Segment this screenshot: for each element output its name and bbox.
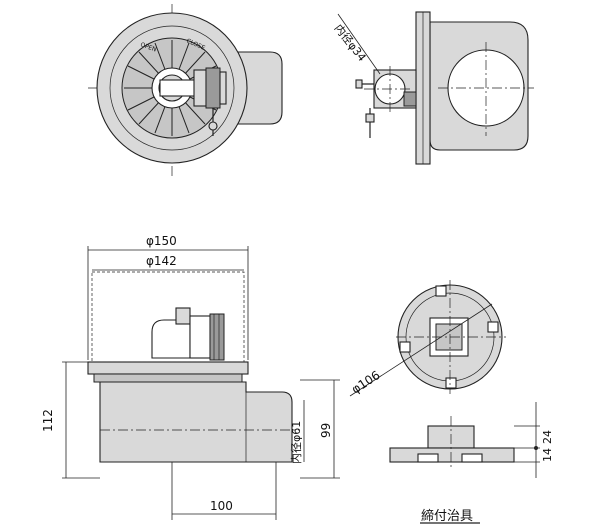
dia-142-label: φ142: [146, 254, 177, 268]
fixture-top-view: φ106: [349, 280, 506, 397]
dim-24-label: 24: [541, 430, 554, 444]
height-99-label: 99: [319, 423, 333, 438]
fixture-side-view: 24 14 締付治具: [389, 402, 554, 524]
front-view: φ150 φ142 112 99 内径φ61 100: [41, 234, 340, 520]
width-100-label: 100: [210, 499, 233, 513]
side-view: 内径φ34: [332, 11, 534, 165]
dia-106-label: φ106: [349, 368, 382, 397]
inner-dia-34-label: 内径φ34: [332, 21, 370, 64]
fixture-caption: 締付治具: [421, 508, 473, 524]
top-view: OPEN CLOSE: [88, 4, 283, 178]
dim-14-label: 14: [541, 448, 554, 462]
height-112-label: 112: [41, 409, 55, 432]
inner-dia-61-label: 内径φ61: [289, 421, 303, 464]
dia-150-label: φ150: [146, 234, 177, 248]
